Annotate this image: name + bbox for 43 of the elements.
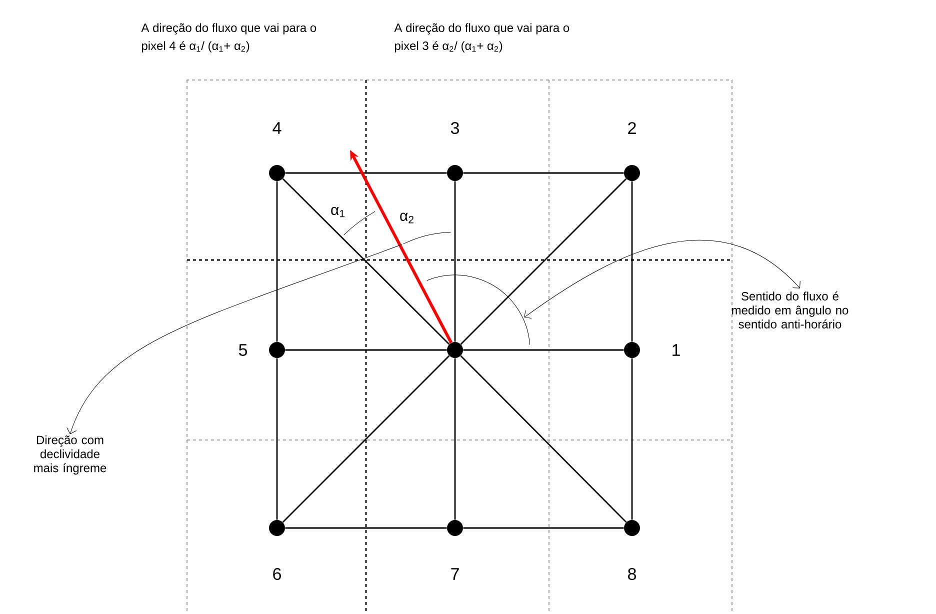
grid-dot (269, 342, 285, 358)
pixel-number: 8 (628, 568, 636, 580)
connector-line (285, 172, 447, 174)
pixel-number: 3 (450, 122, 459, 134)
grid-dot (447, 165, 463, 181)
grid-dot (624, 520, 640, 536)
note-text: A direção do fluxo que vai para o pixel 4 é α$_{1}$/ (α$_{1}$+ α$_{2}$) (141, 23, 316, 52)
connector-line (454, 358, 456, 520)
pixel-number: 2 (628, 122, 636, 134)
connector-line (463, 172, 624, 174)
connector-line (285, 349, 447, 351)
connector-line (631, 181, 633, 342)
connector-line (460, 178, 627, 345)
pixel-number: 6 (273, 568, 281, 580)
pixel-number: 7 (451, 568, 459, 580)
grid-dot (447, 520, 463, 536)
connector-line (276, 181, 278, 342)
pixel-number: 1 (672, 344, 680, 356)
angle-label: α$_{2}$ (400, 212, 414, 224)
note-text: A direção do fluxo que vai para o pixel 3 é α$_{2}$/ (α$_{1}$+ α$_{2}$) (394, 23, 570, 52)
connector-line (276, 358, 278, 520)
angle-arc (516, 306, 530, 346)
grid-dot (269, 165, 285, 181)
note-text: Sentido do fluxo é medido em ângulo no sentido anti-horário (732, 292, 848, 328)
connector-line (282, 178, 450, 345)
grid-dot (624, 342, 640, 358)
connector-line (282, 355, 450, 523)
note-text: Direção com declividade mais íngreme (34, 435, 106, 475)
arrow (66, 244, 402, 434)
pixel-number: 5 (238, 344, 248, 356)
grid-dot (447, 342, 463, 358)
connector-line (285, 527, 447, 529)
grid-dot (624, 165, 640, 181)
angle-label: α$_{1}$ (331, 206, 344, 218)
connector-line (460, 355, 627, 523)
angle-arc (403, 232, 452, 244)
grid-dot (269, 520, 285, 536)
connector-line (631, 358, 633, 520)
connector-line (454, 181, 456, 342)
arrow (524, 240, 800, 319)
connector-line (463, 349, 624, 351)
pixel-number: 4 (272, 122, 282, 134)
connector-line (463, 527, 624, 529)
